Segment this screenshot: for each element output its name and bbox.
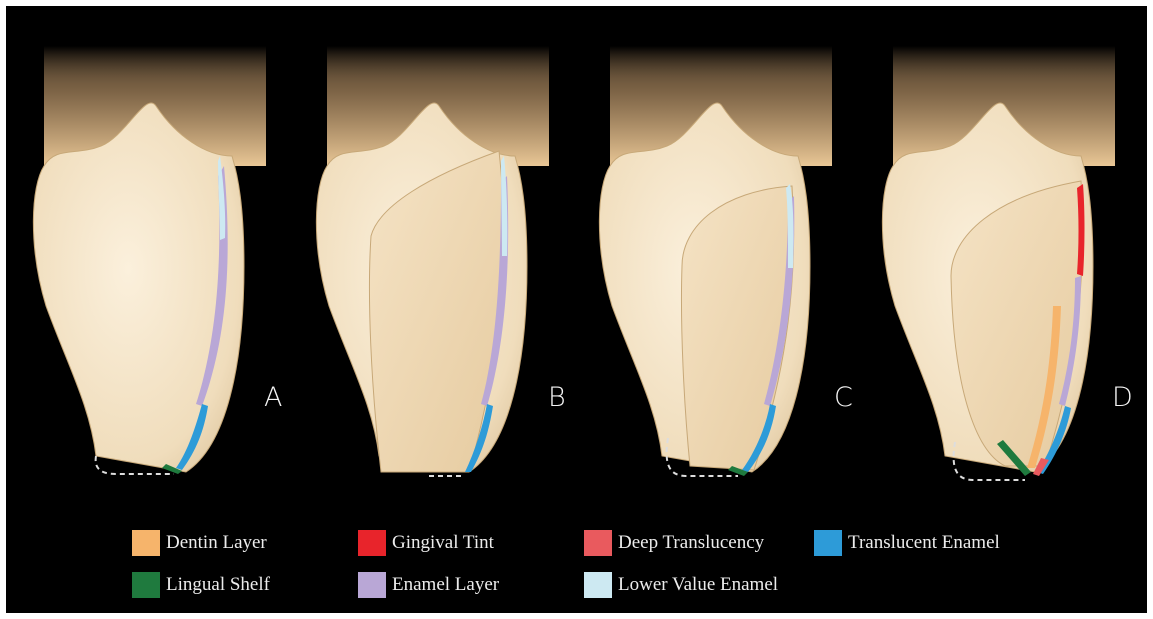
tooth-c [599,46,832,476]
tooth-a [33,46,266,474]
legend-label: Deep Translucency [618,532,764,554]
translucent-enamel-swatch [814,530,842,556]
lower-value-enamel-swatch [584,572,612,598]
legend-item-enamel-layer: Enamel Layer [358,570,499,600]
panel-label-b: B [548,384,566,411]
legend-label: Translucent Enamel [848,532,1000,554]
legend-item-lingual-shelf: Lingual Shelf [132,570,270,600]
enamel-layer-swatch [358,572,386,598]
legend-item-lower-value-enamel: Lower Value Enamel [584,570,778,600]
legend-label: Enamel Layer [392,574,499,596]
legend-item-deep-translucency: Deep Translucency [584,528,764,558]
deep-translucency-swatch [584,530,612,556]
legend-label: Dentin Layer [166,532,267,554]
tooth-b [316,46,549,476]
tooth-d [882,46,1115,480]
legend-label: Lingual Shelf [166,574,270,596]
legend-label: Lower Value Enamel [618,574,778,596]
legend-label: Gingival Tint [392,532,494,554]
panel-label-a: A [264,384,282,411]
dentin-layer-swatch [132,530,160,556]
lingual-shelf-swatch [132,572,160,598]
legend-item-translucent-enamel: Translucent Enamel [814,528,1000,558]
teeth-illustration [6,6,1147,613]
legend-item-dentin-layer: Dentin Layer [132,528,267,558]
legend-item-gingival-tint: Gingival Tint [358,528,494,558]
panel-label-c: C [834,384,853,411]
illustration-frame: A B C D Dentin Layer Gingival Tint Deep … [6,6,1147,613]
panel-label-d: D [1112,384,1133,411]
gingival-tint-swatch [358,530,386,556]
